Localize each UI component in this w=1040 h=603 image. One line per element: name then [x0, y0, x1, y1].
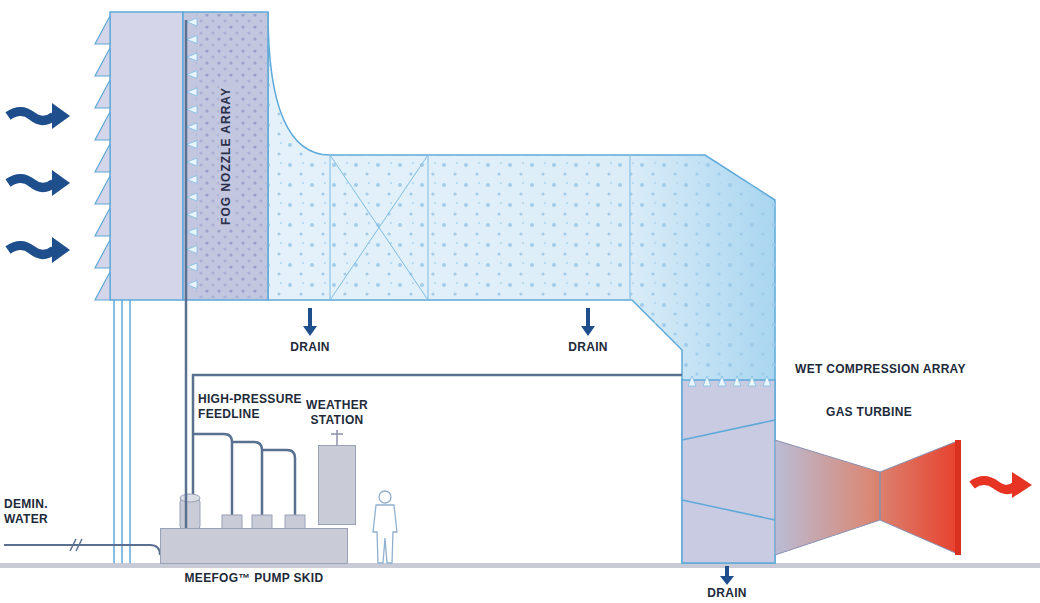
- fog-nozzles: [187, 18, 197, 289]
- louver: [95, 272, 110, 300]
- nozzle: [187, 36, 197, 44]
- array-label: WET COMPRESSION ARRAY: [795, 362, 966, 377]
- turbine-shape: [775, 440, 963, 555]
- fog-droplets: [196, 14, 266, 298]
- high-pressure-feedlines: [193, 375, 682, 530]
- support-legs: [114, 300, 130, 563]
- louver: [95, 16, 110, 44]
- exhaust-arrow: [972, 472, 1032, 498]
- drain-label: DRAIN: [568, 340, 608, 355]
- node-label: WEATHER STATION: [295, 398, 379, 428]
- nozzle: [187, 18, 197, 26]
- drain-label: DRAIN: [290, 340, 330, 355]
- nozzle: [748, 376, 756, 386]
- filter-house: [110, 12, 183, 300]
- turbine-body: [775, 440, 960, 555]
- nozzle: [187, 88, 197, 96]
- nozzle: [187, 123, 197, 131]
- inlet-plenum: [682, 380, 775, 563]
- ground: [0, 563, 1040, 568]
- nozzle: [187, 281, 197, 289]
- louver: [95, 144, 110, 172]
- duct-dividers: [330, 155, 630, 300]
- nozzle: [718, 376, 726, 386]
- louver: [95, 48, 110, 76]
- nozzle: [187, 53, 197, 61]
- louver: [95, 80, 110, 108]
- fog-header-pipe: [185, 20, 188, 300]
- wet-compression-nozzles: [688, 376, 771, 386]
- line-label: HIGH-PRESSURE FEEDLINE: [198, 392, 318, 422]
- nozzle: [688, 376, 696, 386]
- node-label: GAS TURBINE: [826, 405, 912, 420]
- demin-water-line: [4, 545, 160, 555]
- nozzle: [187, 106, 197, 114]
- nozzle: [187, 263, 197, 271]
- feedline-connector: [185, 300, 188, 528]
- nozzle: [733, 376, 741, 386]
- louver: [95, 112, 110, 140]
- pump-skid: MEEFOG™ PUMP SKID: [160, 528, 348, 564]
- filter-louvers: [95, 16, 110, 300]
- line-label: DEMIN. WATER: [4, 497, 64, 527]
- nozzle: [187, 193, 197, 201]
- inlet-duct: [268, 12, 775, 563]
- inlet-air-arrows: [8, 103, 70, 263]
- louver: [95, 176, 110, 204]
- weather-station: WEATHER STATION: [318, 445, 356, 525]
- pipe-break-mark: [70, 539, 82, 551]
- turbine-flange: [955, 440, 961, 555]
- nozzle: [703, 376, 711, 386]
- nozzle: [187, 158, 197, 166]
- person-figure: [373, 491, 397, 563]
- station-antenna: [331, 430, 343, 445]
- nozzle: [763, 376, 771, 386]
- nozzle: [187, 176, 197, 184]
- drain-label: DRAIN: [707, 586, 747, 601]
- drain-arrows: [303, 308, 734, 585]
- skid-tank: [180, 498, 200, 530]
- nozzle: [187, 141, 197, 149]
- nozzle: [187, 211, 197, 219]
- louver: [95, 240, 110, 268]
- nozzle: [187, 228, 197, 236]
- skid-tank-cap: [180, 494, 200, 502]
- node-label: FOG NOZZLE ARRAY: [218, 84, 233, 228]
- gas-turbine: GAS TURBINE: [775, 440, 963, 555]
- louver: [95, 208, 110, 236]
- fog-section: [183, 12, 268, 300]
- node-label: MEEFOG™ PUMP SKID: [185, 571, 324, 586]
- nozzle: [187, 246, 197, 254]
- nozzle: [187, 71, 197, 79]
- duct-droplets: [268, 12, 775, 380]
- fog-nozzle-array: FOG NOZZLE ARRAY: [183, 12, 268, 300]
- plenum-lines: [682, 420, 775, 520]
